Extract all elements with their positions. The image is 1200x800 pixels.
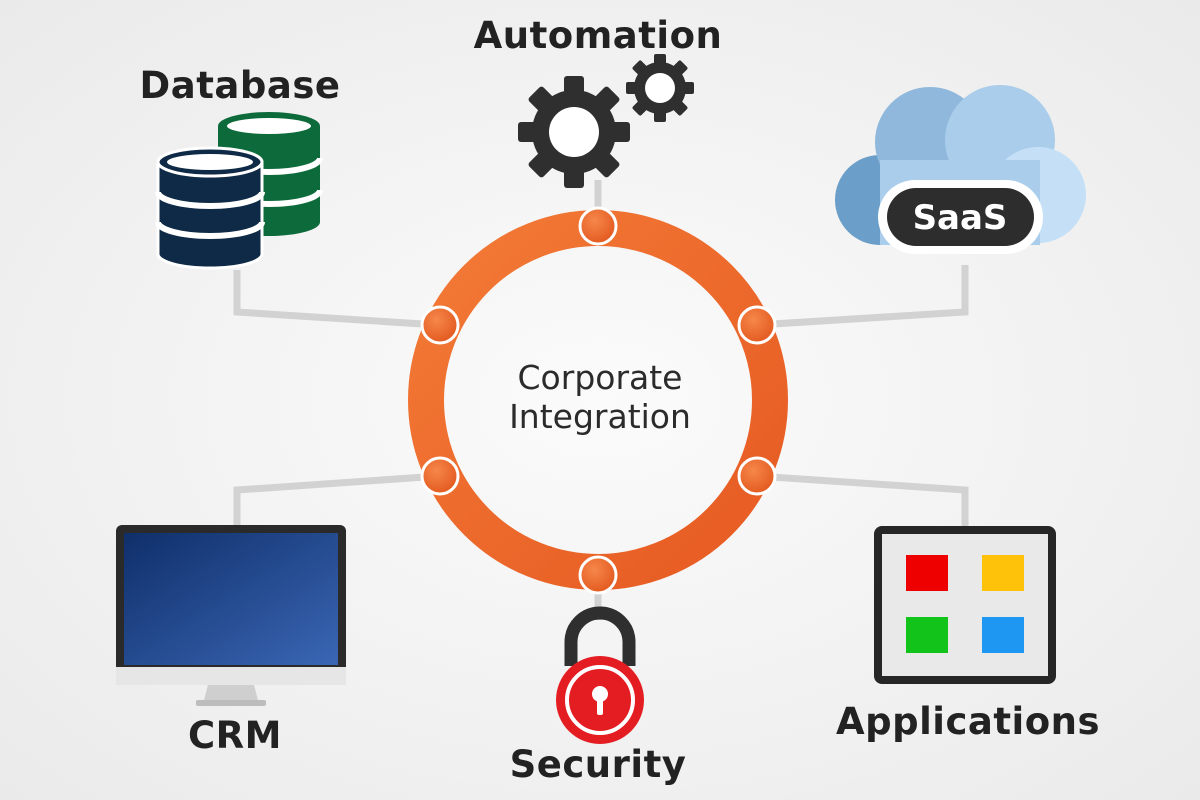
- connector-database: [233, 270, 439, 329]
- connector-applications: [756, 472, 969, 530]
- monitor-icon: [116, 525, 346, 706]
- ring-nodes: [420, 206, 777, 595]
- label-automation: Automation: [473, 14, 723, 57]
- center-title-line1: Corporate: [517, 358, 683, 397]
- ring-node-top: [578, 206, 618, 246]
- label-applications: Applications: [835, 700, 1101, 743]
- database-front-cylinder: [155, 146, 265, 270]
- cloud-icon: [835, 85, 1086, 254]
- ring-node-upper-right: [737, 305, 777, 345]
- ring-node-upper-left: [420, 305, 460, 345]
- center-title: Corporate Integration: [509, 358, 691, 436]
- lock-icon: [556, 606, 644, 744]
- connector-crm: [233, 472, 441, 530]
- ring-node-lower-right: [737, 456, 777, 496]
- label-database: Database: [139, 64, 341, 107]
- ring-node-bottom: [578, 555, 618, 595]
- label-security: Security: [509, 743, 687, 786]
- label-crm: CRM: [188, 714, 282, 757]
- app-tile-green: [906, 617, 948, 653]
- center-title-line2: Integration: [509, 397, 691, 436]
- app-tile-blue: [982, 617, 1024, 653]
- label-saas: SaaS: [912, 198, 1008, 238]
- gear-icon: [518, 54, 694, 188]
- connector-saas: [756, 265, 969, 329]
- ring-node-lower-left: [420, 456, 460, 496]
- app-tile-yellow: [982, 555, 1024, 591]
- database-icon: [155, 112, 323, 270]
- app-tile-red: [906, 555, 948, 591]
- app-grid-icon: [874, 526, 1056, 684]
